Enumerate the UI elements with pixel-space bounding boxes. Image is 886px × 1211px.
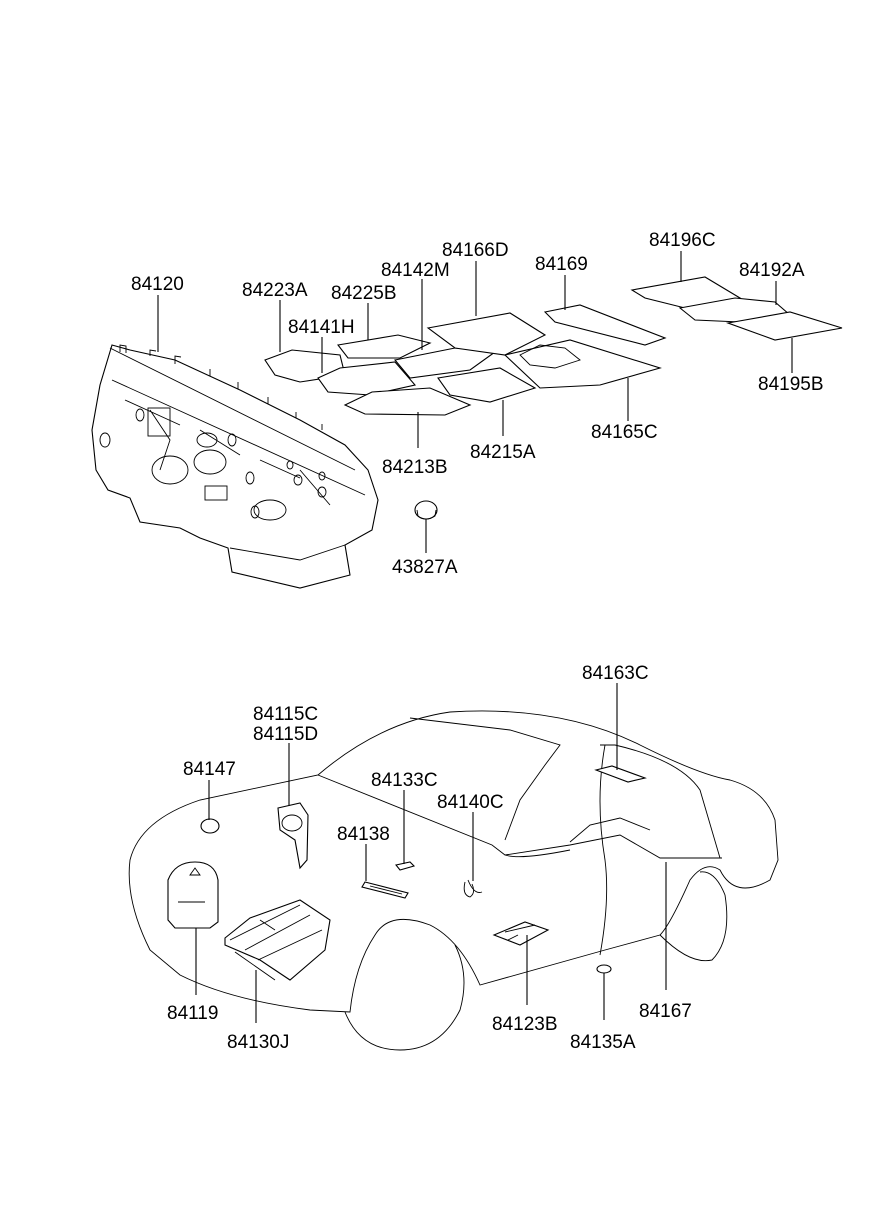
label-84140c: 84140C [437,792,504,813]
label-84166d: 84166D [442,240,509,261]
floor-pads-front [264,304,667,416]
dash-insulator-panel [91,344,379,589]
label-84163c: 84163C [582,663,649,684]
label-84192a: 84192A [739,260,805,281]
label-84223a: 84223A [242,280,308,301]
label-84115d: 84115D [253,724,318,745]
upper-leader-lines [157,251,793,553]
label-43827a: 43827A [392,557,458,578]
label-84142m: 84142M [381,260,450,281]
label-84225b: 84225B [331,283,397,304]
label-84123b: 84123B [492,1014,558,1035]
label-84195b: 84195B [758,374,824,395]
lower-leader-lines [195,683,667,1023]
label-84138: 84138 [337,824,390,845]
floor-pads-rear [630,276,843,341]
part-labels: 84120 84223A 84225B 84142M 84166D 84169 … [131,230,824,1053]
label-84133c: 84133C [371,770,438,791]
label-84167: 84167 [639,1001,692,1022]
label-84165c: 84165C [591,422,658,443]
label-84119: 84119 [167,1003,218,1024]
label-84196c: 84196C [649,230,716,251]
label-84141h: 84141H [288,317,355,338]
grommet-43827A [414,500,438,520]
label-84135a: 84135A [570,1032,636,1053]
car-interior-parts [167,765,647,981]
label-84130j: 84130J [227,1032,289,1053]
label-84147: 84147 [183,759,236,780]
label-84215a: 84215A [470,442,536,463]
label-84120: 84120 [131,274,184,295]
label-84213b: 84213B [382,457,448,478]
label-84115c: 84115C [253,704,318,725]
label-84169: 84169 [535,254,588,275]
car-body-outline [128,710,779,1051]
